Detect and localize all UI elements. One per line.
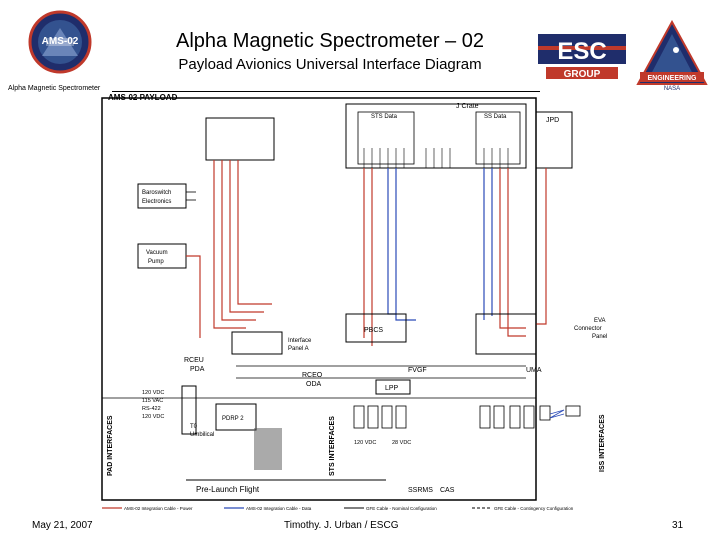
j-crate-connectors: [363, 148, 509, 168]
pbcs-label: PBCS: [364, 327, 383, 334]
footer-author: Timothy. J. Urban / ESCG: [284, 520, 399, 531]
ams-logo-text: AMS-02: [42, 36, 79, 47]
esc-logo-text: ESC: [557, 38, 606, 65]
uma-label: UMA: [526, 367, 542, 374]
group-logo-text: GROUP: [564, 69, 601, 80]
pad-115vac-label: 115 VAC: [142, 398, 163, 404]
sts-interfaces-label: STS INTERFACES: [329, 416, 336, 476]
baroswitch-label: Baroswitch: [142, 190, 171, 196]
sts-data-label: STS Data: [371, 114, 398, 120]
lpp-label: LPP: [385, 385, 399, 392]
esc-group-logo: ESC GROUP: [538, 34, 626, 80]
vacuum-label: Vacuum: [146, 250, 168, 256]
sts-120vdc-label: 120 VDC: [354, 440, 376, 446]
j-crate-label: J Crate: [456, 103, 479, 110]
eva-label: EVA: [594, 318, 606, 324]
pdrp2-label: PDRP 2: [222, 416, 244, 422]
prelaunch-flight-label: Pre-Launch Flight: [196, 485, 260, 494]
pda-label: PDA: [190, 366, 205, 373]
j-crate-box: [345, 103, 527, 169]
harness-lines: [186, 191, 526, 379]
pdrp2-box: [215, 403, 257, 431]
legend-nominal-label: GFE Cable - Nominal Configuration: [366, 506, 437, 511]
ssrms-label: SSRMS: [408, 487, 433, 494]
panel-a-label: Panel A: [288, 346, 309, 352]
rceu-label: RCEU: [184, 357, 204, 364]
rceo-label: RCEO: [302, 372, 323, 379]
t0-label: T0: [190, 424, 198, 430]
iss-interface-boxes: [479, 405, 581, 429]
lpp-box: [375, 379, 411, 395]
nasa-logo-text: NASA: [664, 86, 680, 92]
payload-label: AMS-02 PAYLOAD: [108, 93, 178, 102]
pds-box: [205, 117, 275, 161]
pump-label: Pump: [148, 259, 164, 265]
page-title: Alpha Magnetic Spectrometer – 02: [176, 30, 484, 52]
sts-28vdc-label: 28 VDC: [392, 440, 411, 446]
connector-label: Connector: [574, 326, 602, 332]
ss-data-box: [475, 111, 521, 165]
data-cables: [387, 168, 493, 321]
pad-rs422-label: RS-422: [142, 406, 161, 412]
footer-page-number: 31: [672, 520, 684, 531]
umbilical-label: Umbilical: [190, 432, 214, 438]
page-subtitle: Payload Avionics Universal Interface Dia…: [178, 56, 482, 73]
iss-contingency-link: [549, 409, 565, 419]
electronics-label: Electronics: [142, 199, 171, 205]
section-label: Alpha Magnetic Spectrometer: [8, 85, 101, 92]
legend-data-label: AMS-02 Integration Cable - Data: [246, 506, 312, 511]
header-divider: [112, 91, 540, 92]
pad-interfaces-label: PAD INTERFACES: [107, 415, 114, 476]
footer-date: May 21, 2007: [32, 520, 93, 531]
prelaunch-harness-block: [254, 428, 282, 470]
sts-data-box: [357, 111, 415, 165]
pad-connector-block: [181, 385, 197, 435]
fvgf-label: FVGF: [408, 367, 427, 374]
panel-label: Panel: [592, 334, 607, 340]
engineering-logo: ENGINEERING NASA: [636, 20, 708, 92]
pad-voltage-labels: 120 VDC 115 VAC RS-422 120 VDC: [142, 390, 164, 420]
jpd-box: [535, 111, 573, 169]
pad-120vdc-label-b: 120 VDC: [142, 414, 164, 420]
interface-diagram: AMS-02 PAYLOAD J Crate STS Data SS Data …: [101, 93, 607, 511]
legend-power-label: AMS-02 Integration Cable - Power: [124, 506, 193, 511]
iss-interfaces-label: ISS INTERFACES: [599, 414, 606, 472]
interface-panel-a-box: [231, 331, 283, 355]
ams-02-logo: AMS-02: [28, 10, 92, 74]
interface-label: Interface: [288, 338, 312, 344]
engineering-logo-text: ENGINEERING: [647, 75, 697, 82]
payload-frame: [101, 97, 537, 501]
sts-interface-boxes: [353, 405, 407, 429]
oda-label: ODA: [306, 381, 322, 388]
pbcs-box: [345, 313, 407, 343]
pad-120vdc-label-a: 120 VDC: [142, 390, 164, 396]
baroswitch-box: [137, 183, 187, 209]
cas-label: CAS: [440, 487, 455, 494]
eva-connector-panel-box: [475, 313, 537, 355]
power-cables: [186, 160, 547, 346]
jpd-label: JPD: [546, 117, 559, 124]
ss-data-label: SS Data: [484, 114, 507, 120]
legend-contingency-label: GFE Cable - Contingency Configuration: [494, 506, 574, 511]
